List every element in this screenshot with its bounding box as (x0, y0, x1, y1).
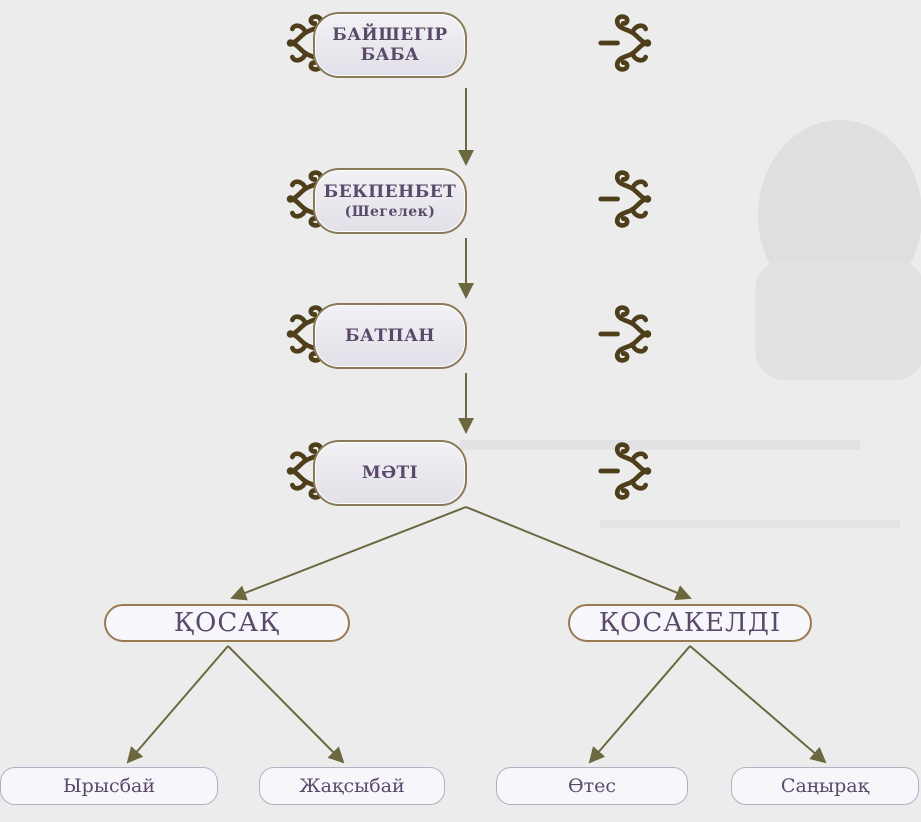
node-gen3-label: БАТПАН (345, 326, 435, 346)
node-root: БАЙШЕГІР БАБА (313, 12, 467, 78)
ornament-right-root-icon (601, 17, 652, 70)
node-leaf-l2-label: Жақсыбай (299, 775, 405, 797)
node-gen2-label: БЕКПЕНБЕТ (323, 182, 457, 202)
node-gen2: БЕКПЕНБЕТ (Шегелек) (313, 168, 467, 234)
node-gen4: МӘТІ (313, 440, 467, 506)
arrow-right-r1 (588, 645, 691, 764)
arrow-right-r2 (689, 645, 827, 764)
node-branch-left-label: ҚОСАҚ (173, 608, 281, 638)
node-branch-right-label: ҚОСАКЕЛДІ (598, 608, 782, 638)
node-gen4-label: МӘТІ (361, 463, 419, 483)
node-root-label: БАЙШЕГІР БАБА (332, 25, 448, 65)
node-branch-left: ҚОСАҚ (104, 604, 350, 642)
arrow-gen4-left (230, 506, 467, 601)
node-gen3: БАТПАН (313, 303, 467, 369)
node-leaf-l2: Жақсыбай (259, 767, 445, 805)
ornament-right-gen4-icon (601, 445, 652, 498)
arrow-left-l2 (227, 645, 345, 764)
node-leaf-l1: Ырысбай (0, 767, 218, 805)
ornament-right-gen3-icon (601, 308, 652, 361)
node-leaf-l1-label: Ырысбай (62, 775, 156, 797)
node-leaf-r1-label: Өтес (568, 775, 616, 797)
ornament-group (287, 17, 652, 498)
ornament-right-gen2-icon (601, 173, 652, 226)
node-branch-right: ҚОСАКЕЛДІ (568, 604, 812, 642)
node-gen2-sublabel: (Шегелек) (344, 204, 436, 220)
arrow-gen4-right (465, 506, 692, 601)
node-leaf-r2: Саңырақ (731, 767, 919, 805)
node-leaf-r1: Өтес (496, 767, 688, 805)
arrow-left-l1 (126, 645, 229, 764)
node-leaf-r2-label: Саңырақ (780, 775, 870, 797)
